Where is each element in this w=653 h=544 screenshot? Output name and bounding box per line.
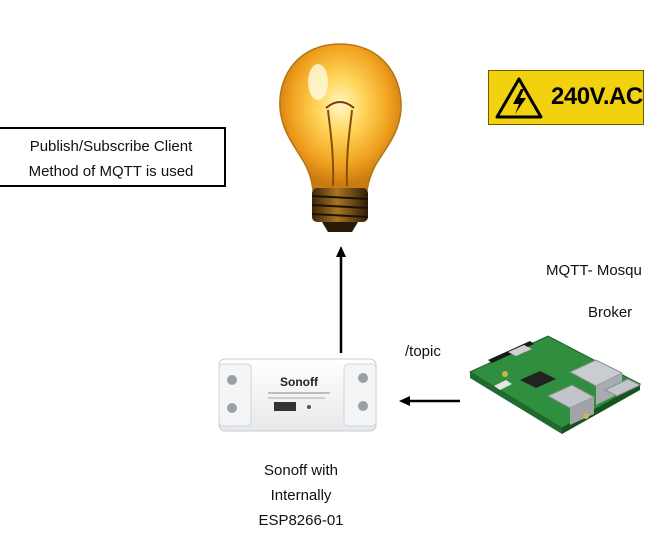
topic-label: /topic	[405, 343, 441, 360]
lightning-triangle-icon	[495, 77, 543, 119]
note-box: Publish/Subscribe Client Method of MQTT …	[0, 127, 226, 187]
note-line-1: Publish/Subscribe Client	[29, 138, 193, 155]
light-bulb-icon	[279, 43, 402, 232]
sonoff-caption-line-3: ESP8266-01	[258, 512, 344, 529]
sonoff-device-icon: Sonoff	[218, 358, 377, 432]
sonoff-caption-line-2: Internally	[270, 487, 332, 504]
arrow-to-sonoff	[399, 396, 460, 406]
sonoff-brand-text: Sonoff	[280, 375, 319, 389]
raspberry-pi-icon	[468, 335, 642, 434]
sonoff-caption: Sonoff with Internally ESP8266-01	[236, 458, 366, 533]
arrow-to-bulb	[336, 246, 346, 353]
voltage-label: 240V.AC	[551, 83, 643, 110]
broker-name: MQTT- Mosqu	[546, 262, 642, 279]
note-line-2: Method of MQTT is used	[28, 163, 194, 180]
high-voltage-warning-sign: 240V.AC	[488, 70, 644, 125]
broker-label: Broker	[588, 304, 633, 321]
sonoff-caption-line-1: Sonoff with	[264, 462, 338, 479]
